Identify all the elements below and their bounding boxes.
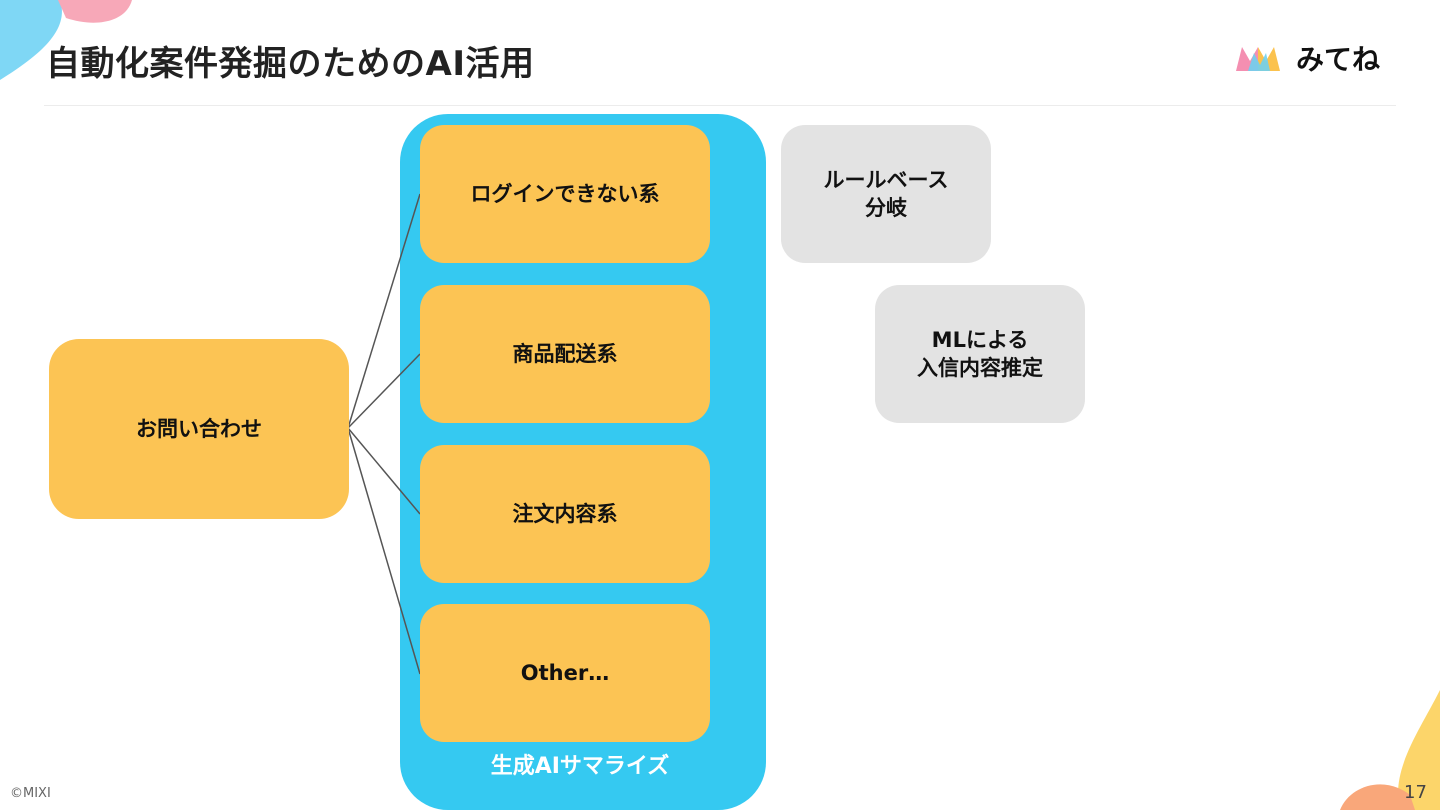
connector-line	[347, 427, 421, 515]
note-line: MLによる	[931, 327, 1029, 352]
note-line: ルールベース	[823, 167, 949, 192]
brand-name: みてね	[1296, 43, 1381, 76]
ml-estimation-note: MLによる 入信内容推定	[875, 285, 1085, 423]
rule-based-note: ルールベース 分岐	[781, 125, 991, 263]
page-title: 自動化案件発掘のためのAI活用	[46, 44, 535, 84]
category-node-order: 注文内容系	[420, 445, 710, 583]
copyright: ©MIXI	[10, 786, 51, 801]
note-line: 入信内容推定	[917, 356, 1043, 380]
header-divider	[44, 105, 1396, 106]
inquiry-node: お問い合わせ	[49, 339, 349, 519]
brand-logo: みてね	[1234, 40, 1380, 76]
category-label: Other…	[520, 660, 610, 685]
corner-decoration-top-left	[0, 0, 132, 80]
note-line: 分岐	[865, 196, 907, 220]
connector-line	[347, 193, 421, 429]
connector-line	[347, 353, 421, 429]
connector-line	[347, 427, 421, 675]
category-node-shipping: 商品配送系	[420, 285, 710, 423]
category-label: 注文内容系	[512, 501, 618, 526]
category-node-login: ログインできない系	[420, 125, 710, 263]
category-node-other: Other…	[420, 604, 710, 742]
corner-decoration-bottom-right	[1340, 690, 1440, 810]
page-number: 17	[1404, 782, 1427, 803]
category-label: ログインできない系	[470, 181, 660, 206]
inquiry-label: お問い合わせ	[136, 416, 262, 441]
mitene-logo-icon	[1236, 47, 1280, 71]
panel-label: 生成AIサマライズ	[490, 754, 670, 779]
category-label: 商品配送系	[512, 341, 618, 366]
